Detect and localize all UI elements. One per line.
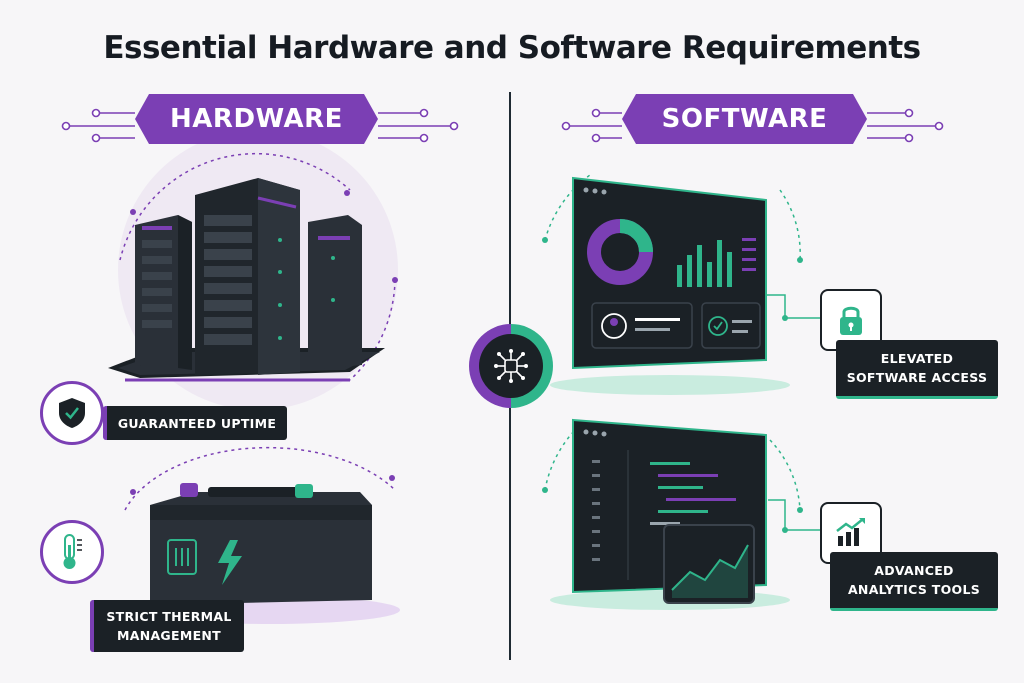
thermal-icon-badge <box>40 520 104 584</box>
bar-chart-trend-icon <box>836 518 865 546</box>
shield-check-icon <box>59 398 85 428</box>
guaranteed-uptime-label: GUARANTEED UPTIME <box>103 406 287 440</box>
hardware-banner: HARDWARE <box>135 94 378 144</box>
elevated-software-access-label: ELEVATED SOFTWARE ACCESS <box>836 340 998 399</box>
padlock-icon <box>840 306 862 335</box>
strict-thermal-management-label: STRICT THERMAL MANAGEMENT <box>90 600 244 652</box>
software-banner: SOFTWARE <box>622 94 867 144</box>
advanced-analytics-tools-label: ADVANCED ANALYTICS TOOLS <box>830 552 998 611</box>
circuit-chip-icon <box>494 349 528 383</box>
page-title: Essential Hardware and Software Requirem… <box>103 30 921 66</box>
center-circuit-badge <box>469 324 553 408</box>
uptime-icon-badge <box>40 381 104 445</box>
thermometer-icon <box>63 534 82 569</box>
